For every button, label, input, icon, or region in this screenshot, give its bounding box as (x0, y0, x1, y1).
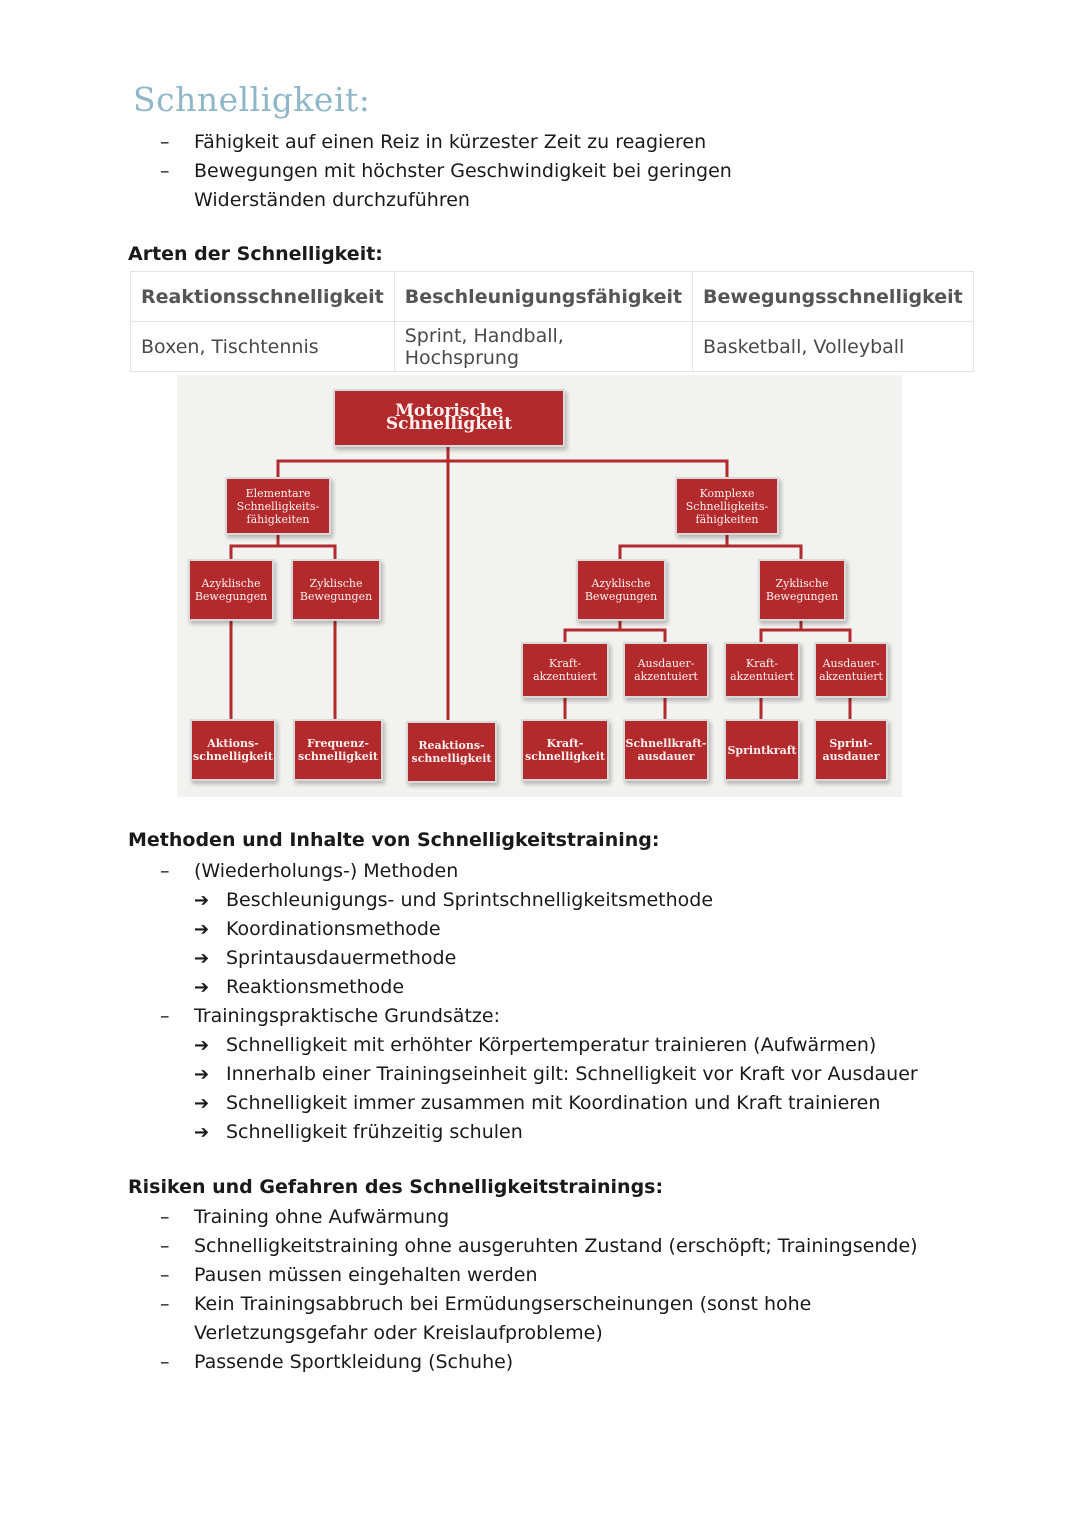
connector-line (563, 628, 667, 643)
page-title: Schnelligkeit: (133, 80, 371, 119)
node-sprintkraft: Sprintkraft (724, 719, 800, 781)
arrow-item: Schnelligkeit immer zusammen mit Koordin… (194, 1089, 920, 1118)
node-kraft-akzentuiert-2: Kraft-akzentuiert (724, 642, 800, 698)
node-azyklisch-right: Azyklische Bewegungen (576, 559, 666, 621)
connector-line (759, 628, 852, 643)
arten-heading: Arten der Schnelligkeit: (128, 243, 383, 265)
arrow-item: Sprintausdauermethode (194, 944, 920, 973)
table-header: Bewegungsschnelligkeit (692, 271, 974, 322)
risiken-heading: Risiken und Gefahren des Schnelligkeitst… (128, 1176, 664, 1198)
hierarchy-diagram: Motorische Schnelligkeit Elementare Schn… (177, 375, 902, 797)
node-azyklisch-left: Azyklische Bewegungen (188, 559, 274, 621)
arrow-item: Schnelligkeit frühzeitig schulen (194, 1118, 920, 1147)
node-reaktionsschnelligkeit: Reaktions-schnelligkeit (406, 721, 497, 783)
connector-line (618, 544, 803, 559)
table-header-row: Reaktionsschnelligkeit Beschleunigungsfä… (130, 271, 974, 322)
list-item: Pausen müssen eingehalten werden (160, 1261, 950, 1290)
list-item: Training ohne Aufwärmung (160, 1203, 950, 1232)
list-item: Passende Sportkleidung (Schuhe) (160, 1348, 950, 1377)
node-elementare: Elementare Schnelligkeits-fähigkeiten (225, 477, 331, 535)
methoden-list: (Wiederholungs-) Methoden Beschleunigung… (160, 857, 920, 1147)
node-zyklisch-left: Zyklische Bewegungen (291, 559, 381, 621)
arten-table: Reaktionsschnelligkeit Beschleunigungsfä… (130, 271, 974, 372)
node-kraftschnelligkeit: Kraft-schnelligkeit (521, 719, 609, 781)
list-item-label: Trainingspraktische Grundsätze: (194, 1005, 500, 1027)
node-komplexe: Komplexe Schnelligkeits-fähigkeiten (675, 477, 779, 535)
list-item: (Wiederholungs-) Methoden Beschleunigung… (160, 857, 920, 1002)
arrow-item: Schnelligkeit mit erhöhter Körpertempera… (194, 1031, 920, 1060)
arrow-item: Beschleunigungs- und Sprintschnelligkeit… (194, 886, 920, 915)
definition-list: Fähigkeit auf einen Reiz in kürzester Ze… (160, 128, 860, 215)
node-aktionsschnelligkeit: Aktions-schnelligkeit (190, 719, 276, 781)
table-header: Beschleunigungsfähigkeit (393, 271, 694, 322)
node-ausdauer-akzentuiert-2: Ausdauer-akzentuiert (814, 642, 888, 698)
table-header: Reaktionsschnelligkeit (130, 271, 395, 322)
node-ausdauer-akzentuiert-1: Ausdauer-akzentuiert (623, 642, 709, 698)
table-row: Boxen, Tischtennis Sprint, Handball, Hoc… (130, 321, 974, 372)
table-cell: Basketball, Volleyball (692, 321, 974, 372)
node-root: Motorische Schnelligkeit (333, 389, 565, 447)
connector-line (276, 459, 729, 485)
node-kraft-akzentuiert-1: Kraft-akzentuiert (521, 642, 609, 698)
list-item: Kein Trainingsabbruch bei Ermüdungsersch… (160, 1290, 950, 1348)
list-item: Fähigkeit auf einen Reiz in kürzester Ze… (160, 128, 860, 157)
list-item-label: (Wiederholungs-) Methoden (194, 860, 459, 882)
connector-line (229, 544, 337, 559)
risiken-list: Training ohne Aufwärmung Schnelligkeitst… (160, 1203, 950, 1377)
arrow-item: Innerhalb einer Trainingseinheit gilt: S… (194, 1060, 920, 1089)
table-cell: Boxen, Tischtennis (130, 321, 395, 372)
node-sprintausdauer: Sprint-ausdauer (814, 719, 888, 781)
list-item: Bewegungen mit höchster Geschwindigkeit … (160, 157, 860, 215)
list-item: Trainingspraktische Grundsätze: Schnelli… (160, 1002, 920, 1147)
node-zyklisch-right: Zyklische Bewegungen (758, 559, 846, 621)
arrow-item: Reaktionsmethode (194, 973, 920, 1002)
list-item: Schnelligkeitstraining ohne ausgeruhten … (160, 1232, 950, 1261)
node-frequenzschnelligkeit: Frequenz-schnelligkeit (293, 719, 383, 781)
table-cell: Sprint, Handball, Hochsprung (393, 321, 694, 372)
arrow-item: Koordinationsmethode (194, 915, 920, 944)
node-schnellkraftausdauer: Schnellkraft-ausdauer (623, 719, 709, 781)
methoden-heading: Methoden und Inhalte von Schnelligkeitst… (128, 829, 660, 851)
